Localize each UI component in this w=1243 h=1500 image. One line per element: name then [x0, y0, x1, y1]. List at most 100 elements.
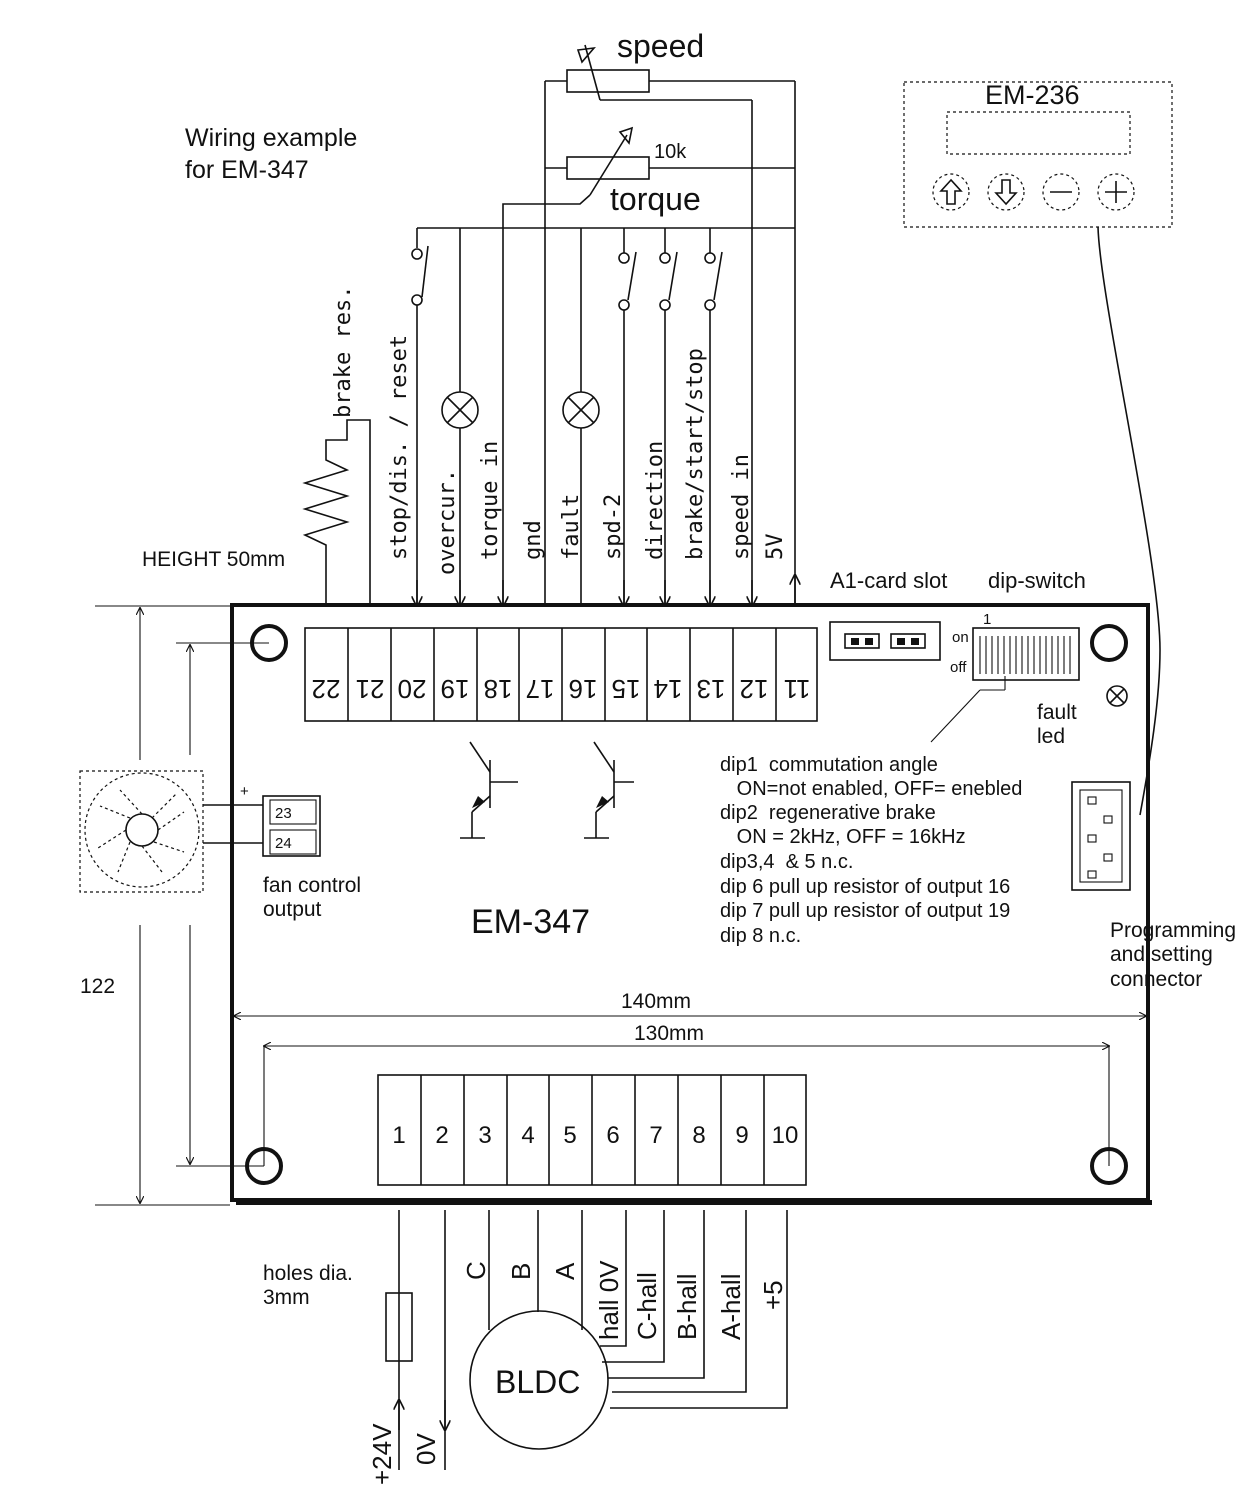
board-name: EM-347 [471, 903, 590, 941]
minus-icon [1042, 173, 1080, 211]
holes-line2: 3mm [263, 1286, 310, 1309]
fan-plus: + [240, 783, 249, 800]
bldc-motor [469, 1310, 609, 1450]
terminal-4: 4 [521, 1122, 534, 1149]
signal-gnd: gnd [521, 520, 546, 560]
em236-label: EM-236 [985, 80, 1080, 110]
board-shadow [236, 1200, 1152, 1205]
terminal-15: 15 [612, 674, 641, 704]
brake-res-label: brake res. [331, 286, 356, 418]
switch-brake-start [704, 228, 723, 605]
top-signal-labels: stop/dis. / reset overcur. torque in gnd… [387, 335, 788, 575]
signal-hall-0v: hall 0V [594, 1260, 624, 1340]
a1-card-label: A1-card slot [830, 568, 947, 593]
signal-b: B [506, 1263, 536, 1280]
signal-c-hall: C-hall [632, 1272, 662, 1340]
terminal-10: 10 [772, 1122, 799, 1149]
a1-card-slot: A1-card slot [829, 568, 947, 661]
dip-off-label: off [950, 659, 967, 676]
bottom-signal-labels: C B A hall 0V C-hall B-hall A-hall +5 +2… [367, 1260, 788, 1485]
pot-torque-label: torque [610, 181, 701, 217]
down-arrow-icon [987, 173, 1025, 211]
dip-notes: dip1 commutation angle ON=not enabled, O… [720, 754, 1022, 947]
signal-stop-reset: stop/dis. / reset [387, 335, 412, 560]
dip-note-5: dip3,4 & 5 n.c. [720, 851, 853, 873]
up-arrow-icon [932, 173, 970, 211]
dip-first-number: 1 [983, 611, 991, 628]
terminal-2: 2 [435, 1122, 448, 1149]
dimension-122: 122 [80, 605, 269, 1206]
terminal-18: 18 [484, 674, 513, 704]
signal-b-hall: B-hall [672, 1274, 702, 1340]
dim-122-label: 122 [80, 975, 115, 998]
signal-5v: 5V [763, 534, 788, 561]
signal-spd2: spd-2 [601, 494, 626, 560]
dip-on-label: on [952, 629, 969, 646]
pot-speed-label: speed [617, 28, 704, 64]
dim-130-label: 130mm [634, 1022, 704, 1045]
bottom-terminal-block: 1 2 3 4 5 6 7 8 9 10 [377, 1074, 807, 1186]
connector-label-line3: connector [1110, 968, 1202, 991]
overcurrent-lamp [441, 228, 479, 605]
dip-label: dip-switch [988, 568, 1086, 593]
switch-direction [659, 228, 678, 605]
fault-lamp [562, 228, 600, 605]
terminal-arrows [417, 575, 795, 606]
terminal-19: 19 [441, 674, 470, 704]
terminal-14: 14 [654, 674, 683, 704]
terminal-22: 22 [312, 674, 341, 704]
dip-switch: dip-switch 1 on off [930, 568, 1086, 743]
signal-torque-in: torque in [478, 441, 503, 560]
dip-note-4: ON = 2kHz, OFF = 16kHz [720, 826, 966, 848]
dip-note-7: dip 7 pull up resistor of output 19 [720, 900, 1010, 922]
dip-note-1: dip1 commutation angle [720, 754, 938, 776]
dip-note-8: dip 8 n.c. [720, 925, 801, 947]
signal-a-hall: A-hall [716, 1274, 746, 1340]
terminal-5: 5 [563, 1122, 576, 1149]
fan-label-line1: fan control [263, 874, 361, 897]
terminal-16: 16 [569, 674, 598, 704]
switch-spd2 [618, 228, 637, 605]
signal-fault: fault [559, 494, 584, 560]
title-line1: Wiring example [185, 124, 357, 152]
signal-plus5: +5 [758, 1280, 788, 1310]
signal-brake-start-stop: brake/start/stop [683, 348, 708, 560]
connector-label-line2: and setting [1110, 943, 1213, 966]
dim-140-label: 140mm [621, 990, 691, 1013]
transistor-overcurrent [460, 741, 518, 839]
plus-icon [1097, 173, 1135, 211]
terminal-12: 12 [740, 674, 769, 704]
connector-label-line1: Programming [1110, 919, 1236, 942]
power-0v: 0V [411, 1433, 441, 1465]
terminal-17: 17 [526, 674, 555, 704]
terminal-13: 13 [697, 674, 726, 704]
signal-overcurrent: overcur. [435, 469, 460, 575]
signal-a: A [550, 1262, 580, 1280]
power-plus24v: +24V [367, 1423, 397, 1485]
dip-note-2: ON=not enabled, OFF= enebled [720, 778, 1022, 800]
fault-led-line1: fault [1037, 701, 1077, 724]
holes-line1: holes dia. [263, 1262, 353, 1285]
pot-value-label: 10k [654, 141, 687, 163]
title-line2: for EM-347 [185, 156, 309, 184]
terminal-3: 3 [478, 1122, 491, 1149]
transistor-fault [584, 741, 634, 839]
terminal-11: 11 [784, 674, 811, 704]
motor-label: BLDC [495, 1364, 580, 1400]
terminal-7: 7 [649, 1122, 662, 1149]
programming-connector: Programming and setting connector [1071, 781, 1236, 991]
fan-terminal-23: 23 [275, 805, 292, 822]
dip-note-6: dip 6 pull up resistor of output 16 [720, 876, 1010, 898]
terminal-1: 1 [392, 1122, 405, 1149]
top-terminal-block: 22 21 20 19 18 17 16 15 14 13 12 11 [304, 627, 818, 722]
dip-note-3: dip2 regenerative brake [720, 802, 936, 824]
torque-potentiometer: 10k torque [502, 126, 795, 605]
fault-led-line2: led [1037, 725, 1065, 748]
fan-label-line2: output [263, 898, 322, 921]
terminal-21: 21 [356, 674, 385, 704]
signal-c: C [461, 1261, 491, 1280]
terminal-9: 9 [735, 1122, 748, 1149]
bottom-wiring: BLDC [385, 1210, 788, 1470]
terminal-8: 8 [692, 1122, 705, 1149]
